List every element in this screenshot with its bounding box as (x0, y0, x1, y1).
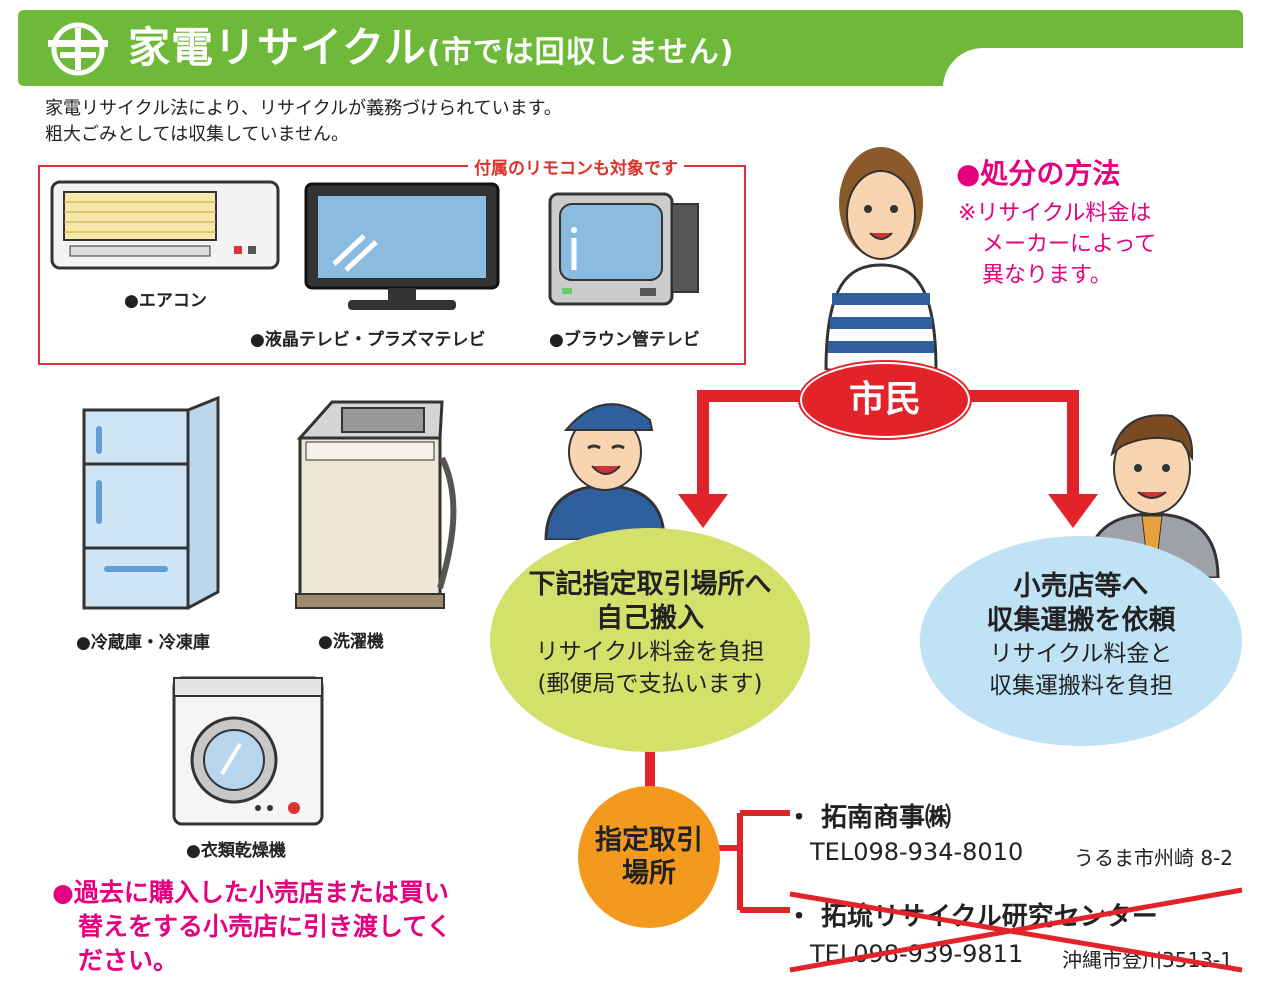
designated-line-2: 場所 (622, 858, 676, 889)
citizen-woman-icon (824, 147, 938, 370)
washing-machine-icon (295, 400, 457, 609)
citizen-label: 市民 (848, 379, 921, 420)
intro-text: 家電リサイクル法により、リサイクルが義務づけられています。 粗大ごみとしては収集… (45, 96, 562, 148)
label-washing-machine: ●洗濯機 (318, 632, 384, 652)
disposal-note-line-3: 異なります。 (982, 263, 1112, 288)
disposal-note-line-1: ※リサイクル料金は (958, 201, 1152, 226)
option-self-line-3: リサイクル料金を負担 (535, 639, 765, 665)
box-note: 付属のリモコンも対象です (468, 154, 684, 179)
option-store-line-2: 収集運搬を依頼 (986, 605, 1176, 636)
air-conditioner-icon (50, 180, 280, 270)
option-self-line-1: 下記指定取引場所へ (528, 569, 772, 600)
crt-tv-icon (548, 192, 699, 306)
option-store-line-3: リサイクル料金と (989, 641, 1173, 667)
intro-line-1: 家電リサイクル法により、リサイクルが義務づけられています。 (45, 98, 562, 119)
disposal-note-line-2: メーカーによって (982, 232, 1157, 257)
city-emblem-icon (48, 22, 108, 76)
disposal-title: ●処分の方法 (956, 157, 1121, 190)
title-main: 家電リサイクル (128, 23, 427, 72)
contact-tel-2: TEL098-939-9811 (810, 940, 1024, 968)
option-store-line-1: 小売店等へ (1013, 571, 1149, 602)
intro-line-2: 粗大ごみとしては収集していません。 (45, 124, 350, 145)
contact-tel-1: TEL098-934-8010 (810, 838, 1024, 866)
remote-target-box (38, 165, 746, 365)
title-sub: (市では回収しません) (426, 35, 735, 70)
footnote-line-1: ●過去に購入した小売店または買い (52, 878, 449, 907)
header-bar (18, 10, 1243, 96)
citizen-badge: 市民 (800, 362, 970, 438)
footnote: ●過去に購入した小売店または買い 替えをする小売店に引き渡してく ださい。 (52, 876, 452, 978)
contact-name-1: ・ 拓南商事㈱ (786, 803, 952, 833)
flat-tv-icon (304, 182, 500, 310)
label-clothes-dryer: ●衣類乾燥機 (186, 841, 286, 861)
footnote-line-3: ださい。 (78, 946, 179, 975)
option-self-delivery: 下記指定取引場所へ 自己搬入 リサイクル料金を負担 (郵便局で支払います) (490, 528, 810, 752)
option-self-line-4: (郵便局で支払います) (537, 671, 763, 697)
worker-icon (544, 403, 666, 540)
refrigerator-icon (82, 396, 220, 610)
clothes-dryer-icon (172, 676, 324, 826)
strike-cross-icon (789, 887, 1243, 973)
option-self-line-2: 自己搬入 (596, 603, 704, 634)
contact-address-1: うるま市州崎 8-2 (1074, 846, 1234, 870)
designated-place-badge: 指定取引 場所 (578, 786, 720, 928)
label-crt-tv: ●ブラウン管テレビ (549, 330, 700, 350)
page-title: 家電リサイクル(市では回収しません) (128, 14, 734, 75)
label-refrigerator: ●冷蔵庫・冷凍庫 (76, 633, 210, 653)
label-flat-tv: ●液晶テレビ・プラズマテレビ (250, 330, 486, 350)
label-air-conditioner: ●エアコン (124, 291, 207, 311)
footnote-line-2: 替えをする小売店に引き渡してく (78, 912, 452, 941)
option-store-line-4: 収集運搬料を負担 (989, 673, 1173, 699)
header-tab (943, 48, 1243, 96)
designated-line-1: 指定取引 (595, 825, 703, 856)
disposal-note: ※リサイクル料金は メーカーによって 異なります。 (958, 198, 1156, 291)
option-store-pickup: 小売店等へ 収集運搬を依頼 リサイクル料金と 収集運搬料を負担 (920, 536, 1242, 746)
